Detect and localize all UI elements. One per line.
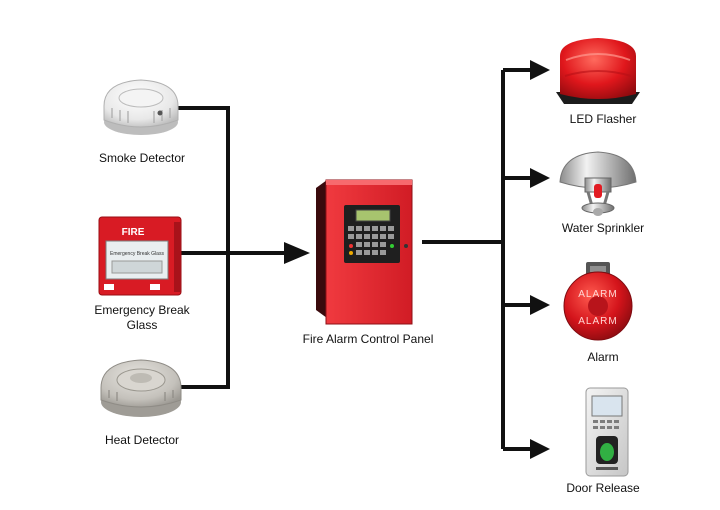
- connector-smoke: [176, 106, 230, 253]
- smoke-detector-icon: [103, 79, 179, 135]
- water-sprinkler-label: Water Sprinkler: [561, 221, 645, 235]
- arrow-to-door: [530, 439, 550, 459]
- alarm-label: Alarm: [587, 350, 619, 364]
- led-flasher-label: LED Flasher: [569, 112, 637, 126]
- control-panel-label: Fire Alarm Control Panel: [302, 332, 434, 346]
- heat-detector-label: Heat Detector: [104, 433, 180, 447]
- arrow-to-panel: [284, 242, 310, 264]
- water-sprinkler-icon: [559, 151, 637, 216]
- connector-heat: [176, 253, 230, 389]
- break-glass-glass-text: Emergency Break Glass: [110, 251, 164, 257]
- led-flasher-icon: [556, 38, 640, 104]
- door-release-label: Door Release: [566, 481, 640, 495]
- door-release-icon: [585, 387, 629, 477]
- arrow-to-sprinkler: [530, 168, 550, 188]
- alarm-bell-icon: ALARM ALARM: [563, 262, 633, 341]
- control-panel-icon: [316, 179, 413, 325]
- break-glass-label-line1: Emergency Break: [94, 303, 190, 317]
- break-glass-fire-text: FIRE: [122, 227, 145, 238]
- smoke-detector-label: Smoke Detector: [98, 151, 186, 165]
- alarm-bell-text-top: ALARM: [578, 289, 617, 300]
- arrow-to-flasher: [530, 60, 550, 80]
- alarm-bell-text-bottom: ALARM: [578, 316, 617, 327]
- break-glass-icon: FIRE Emergency Break Glass: [98, 216, 182, 296]
- heat-detector-icon: [100, 359, 182, 417]
- arrow-to-alarm: [530, 295, 550, 315]
- break-glass-label-line2: Glass: [126, 318, 158, 332]
- output-connectors: [422, 68, 534, 451]
- input-connectors: [176, 106, 292, 389]
